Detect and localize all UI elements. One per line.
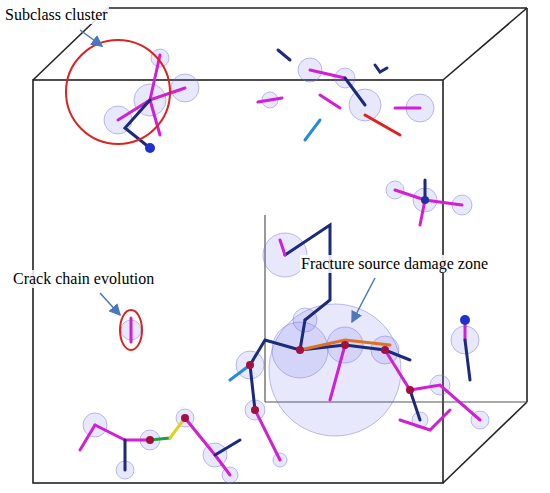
callout-label: Crack chain evolution xyxy=(12,270,155,288)
crack-nodes xyxy=(145,143,470,444)
callout-label: Fracture source damage zone xyxy=(300,255,489,273)
damage-spheres xyxy=(83,49,489,483)
cube-frame xyxy=(33,8,527,483)
callout-label: Subclass cluster xyxy=(4,6,109,24)
callout-marks xyxy=(66,30,375,350)
